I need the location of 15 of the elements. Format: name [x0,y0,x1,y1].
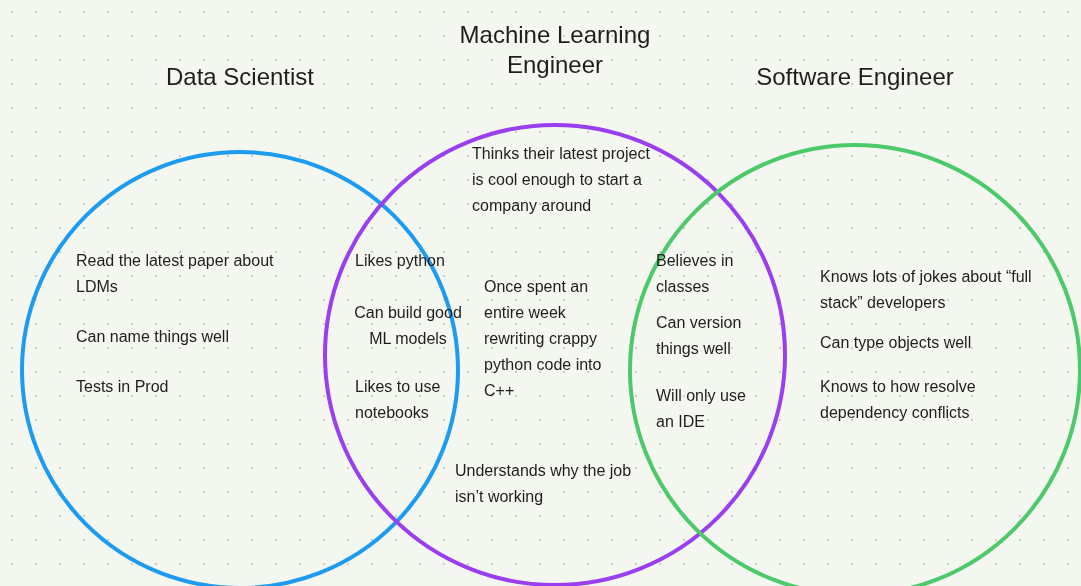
venn-item-text: Understands why the job isn’t working [455,461,633,507]
venn-item-text: Thinks their latest project is cool enough to start a company around [472,144,651,216]
venn-item-text: Can name things well [76,327,230,347]
venn-item-text: Tests in Prod [76,377,170,397]
set-heading: Software Engineer [755,62,955,92]
venn-item-text: Knows lots of jokes about “full stack” developers [820,267,1033,313]
venn-item-text: Will only use an IDE [656,386,747,432]
set-heading: Machine Learning Engineer [458,20,652,80]
venn-item-text: Once spent an entire week rewriting crappy python code into C++ [484,277,603,401]
venn-item-text: Likes to use notebooks [355,377,442,423]
venn-item-text: Can type objects well [820,333,973,353]
venn-item-text: Knows to how resolve dependency conflicts [820,377,977,423]
venn-item-text: Read the latest paper about LDMs [76,251,275,297]
set-heading: Data Scientist [164,62,316,92]
venn-item-text: Can version things well [656,313,743,359]
